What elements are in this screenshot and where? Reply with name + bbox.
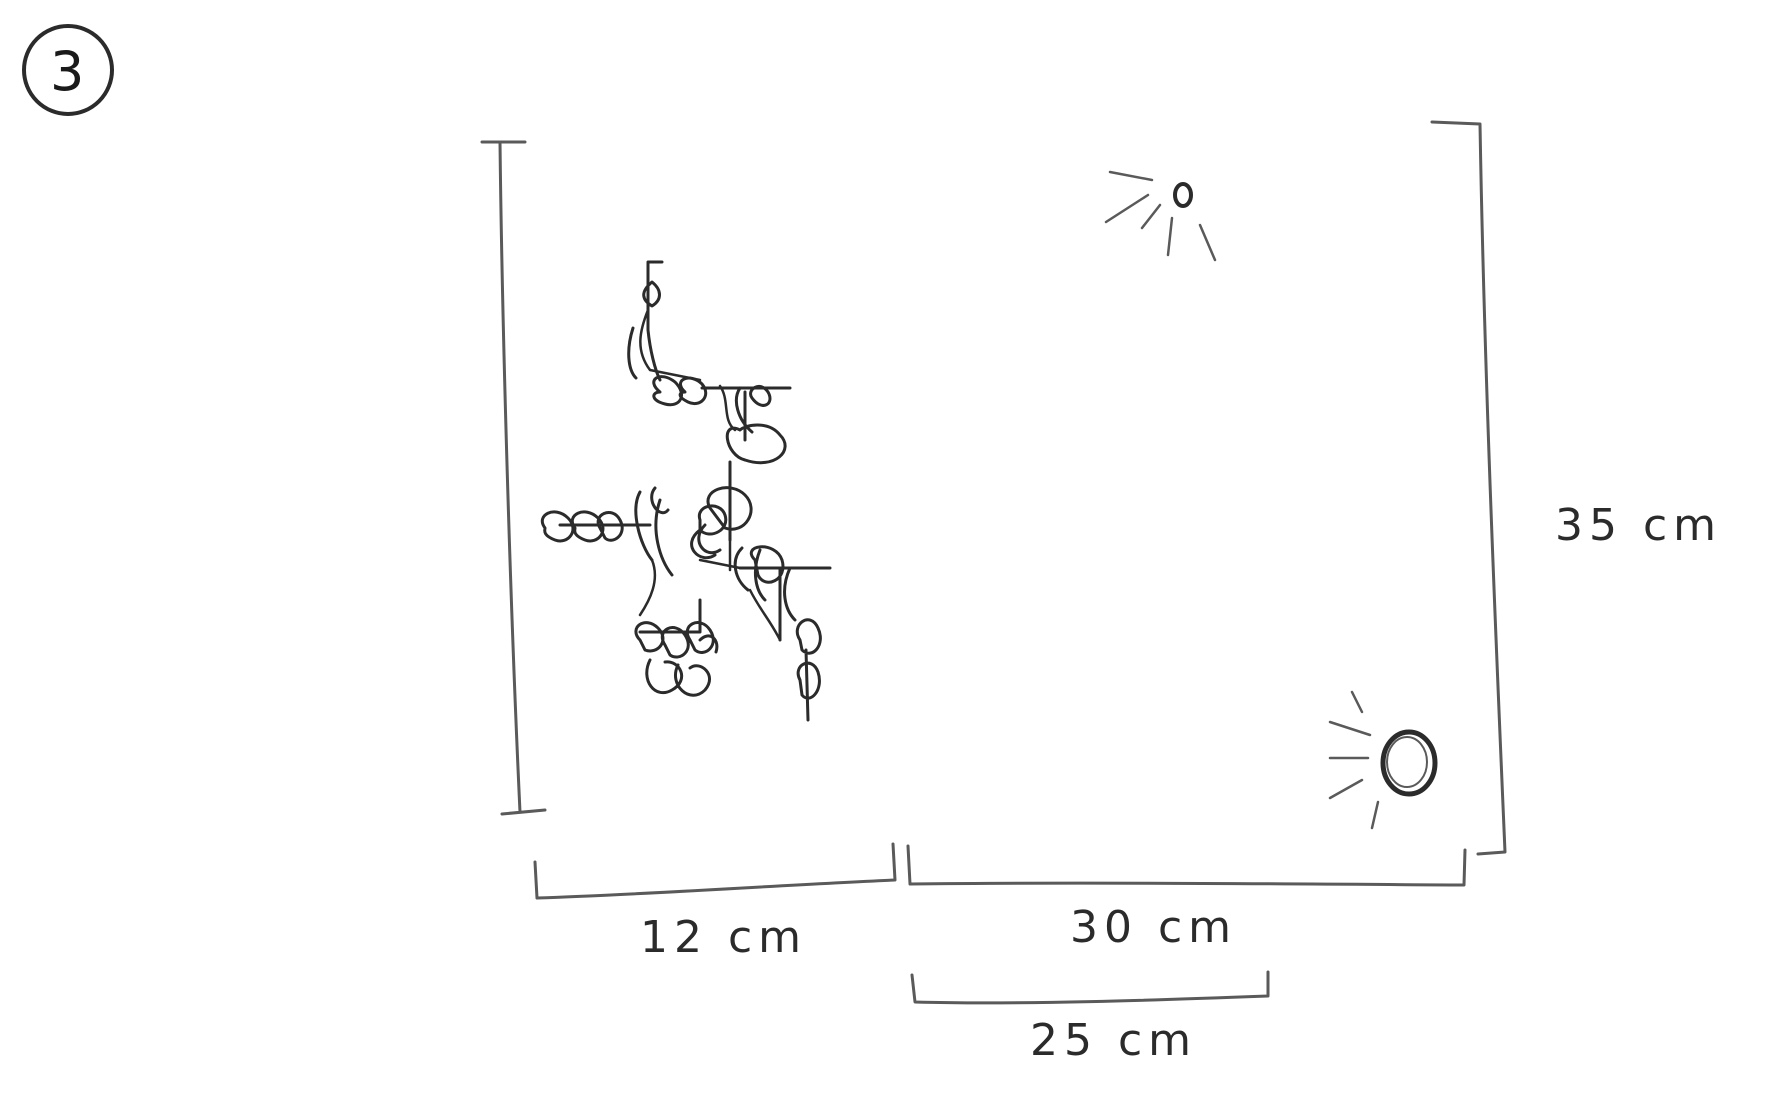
bottom-right-bracket [906, 844, 1467, 887]
right-height-bracket [1430, 120, 1507, 856]
left-height-bracket [480, 140, 547, 816]
width-right-label: 30 cm [1070, 902, 1237, 953]
width-left-label: 12 cm [640, 912, 807, 963]
light-source-large [1328, 690, 1438, 830]
height-label: 35 cm [1555, 500, 1722, 551]
step-marker: 3 [22, 24, 114, 116]
plant-sketch [541, 260, 832, 722]
light-source-small [1104, 170, 1217, 262]
bottom-left-bracket [533, 842, 897, 900]
step-number: 3 [50, 40, 84, 103]
sub-width-bracket [910, 970, 1270, 1005]
width-sub-label: 25 cm [1030, 1015, 1197, 1066]
